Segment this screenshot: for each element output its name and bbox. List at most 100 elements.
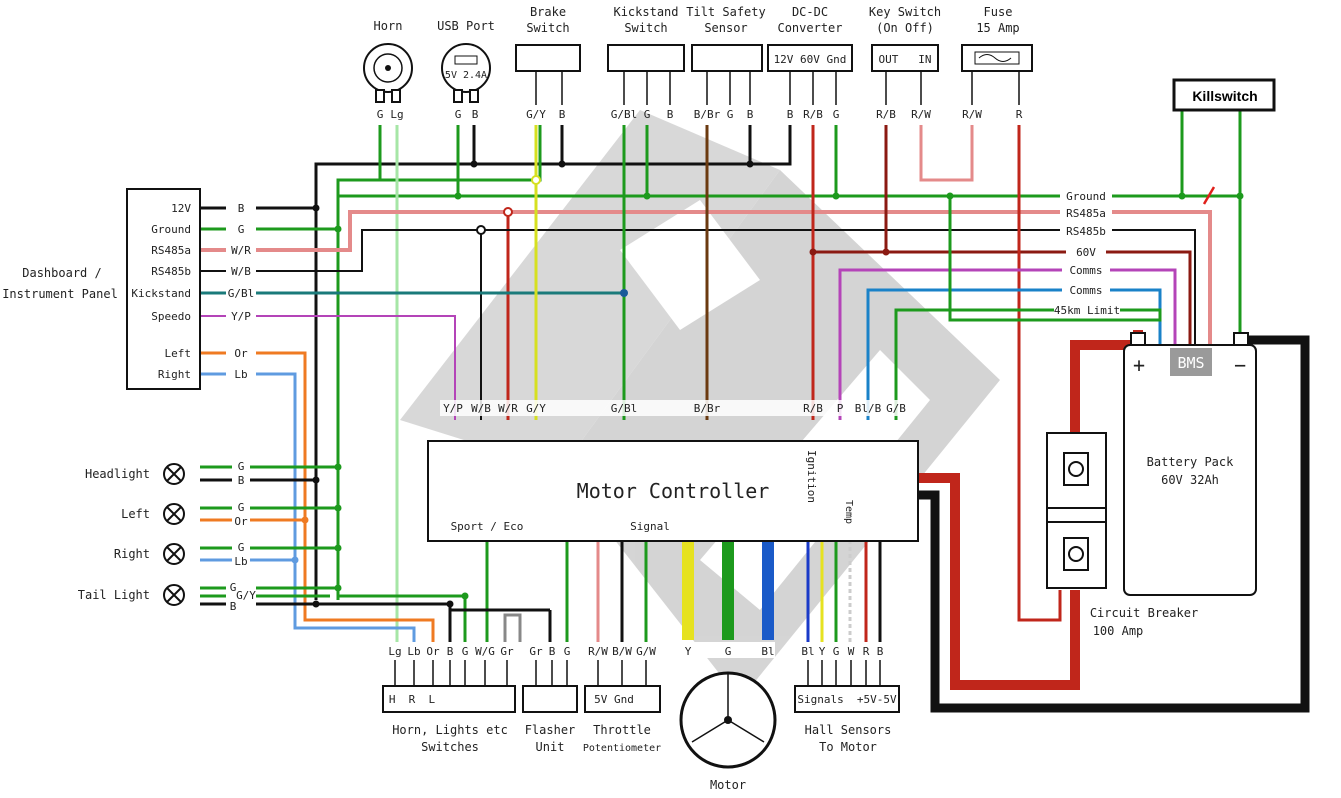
svg-text:G: G <box>238 223 245 236</box>
svg-text:Ignition: Ignition <box>805 450 818 503</box>
svg-text:Killswitch: Killswitch <box>1192 88 1257 104</box>
svg-text:Switch: Switch <box>624 21 667 35</box>
flasher-unit: Flasher Unit <box>522 660 578 754</box>
svg-text:Motor Controller: Motor Controller <box>577 479 770 503</box>
svg-text:Bl/B: Bl/B <box>855 402 882 415</box>
svg-text:Or: Or <box>234 347 248 360</box>
brake-switch-component: Brake Switch G/Y B <box>515 5 581 121</box>
svg-text:Comms: Comms <box>1069 284 1102 297</box>
svg-text:60V: 60V <box>1076 246 1096 259</box>
svg-text:G: G <box>230 581 237 594</box>
junction-dots <box>291 160 1244 608</box>
svg-text:B: B <box>559 108 566 121</box>
svg-text:Y/P: Y/P <box>231 310 251 323</box>
svg-text:Potentiometer: Potentiometer <box>583 743 661 754</box>
svg-text:G/Y: G/Y <box>526 108 546 121</box>
svg-text:USB Port: USB Port <box>437 19 495 33</box>
svg-text:DC-DC: DC-DC <box>792 5 828 19</box>
svg-text:Dashboard /: Dashboard / <box>22 266 101 280</box>
svg-text:Right: Right <box>114 547 150 561</box>
svg-text:B: B <box>877 645 884 658</box>
svg-text:Tail Light: Tail Light <box>78 588 150 602</box>
svg-text:+: + <box>1133 353 1145 377</box>
svg-text:G: G <box>833 645 840 658</box>
svg-text:Or: Or <box>426 645 440 658</box>
svg-text:R/B: R/B <box>803 108 823 121</box>
bottom-pin-labels: Lg Lb Or B G W/G Gr Gr B G R/W B/W G/W Y… <box>385 642 888 658</box>
killswitch-box: Killswitch <box>1172 78 1276 112</box>
svg-text:Switches: Switches <box>421 740 479 754</box>
switches-block: H R L Horn, Lights etc Switches <box>382 660 516 754</box>
svg-text:5V Gnd: 5V Gnd <box>594 693 634 706</box>
motor-controller: Motor Controller Sport / Eco Signal Igni… <box>427 400 919 542</box>
svg-text:Switch: Switch <box>526 21 569 35</box>
svg-text:Lb: Lb <box>234 368 247 381</box>
kickstand-switch-component: Kickstand Switch G/Bl G B <box>607 5 685 121</box>
svg-text:Motor: Motor <box>710 778 746 792</box>
svg-text:Lg: Lg <box>390 108 403 121</box>
svg-text:Kickstand: Kickstand <box>131 287 191 300</box>
svg-text:G: G <box>564 645 571 658</box>
light-headlight: Headlight G B <box>85 459 250 489</box>
svg-text:G/Y: G/Y <box>526 402 546 415</box>
svg-text:Y: Y <box>819 645 826 658</box>
svg-text:Signal: Signal <box>630 520 670 533</box>
svg-text:RS485b: RS485b <box>1066 225 1106 238</box>
svg-text:RS485a: RS485a <box>1066 207 1106 220</box>
svg-text:B: B <box>667 108 674 121</box>
svg-text:G: G <box>377 108 384 121</box>
svg-text:G: G <box>455 108 462 121</box>
svg-text:Comms: Comms <box>1069 264 1102 277</box>
svg-text:Y/P: Y/P <box>443 402 463 415</box>
svg-text:Brake: Brake <box>530 5 566 19</box>
svg-text:Ground: Ground <box>151 223 191 236</box>
svg-text:Or: Or <box>234 515 248 528</box>
svg-text:12V: 12V <box>171 202 191 215</box>
svg-text:Left: Left <box>165 347 192 360</box>
svg-text:B/Br: B/Br <box>694 108 721 121</box>
svg-text:W/R: W/R <box>498 402 518 415</box>
svg-text:Battery Pack: Battery Pack <box>1147 455 1234 469</box>
svg-text:G: G <box>725 645 732 658</box>
key-switch-component: Key Switch (On Off) OUT IN R/B R/W <box>869 5 941 121</box>
svg-text:B: B <box>447 645 454 658</box>
svg-text:G: G <box>462 645 469 658</box>
svg-text:Headlight: Headlight <box>85 467 150 481</box>
svg-text:Temp: Temp <box>843 500 854 524</box>
svg-text:B: B <box>238 202 245 215</box>
svg-text:15 Amp: 15 Amp <box>976 21 1019 35</box>
svg-text:Converter: Converter <box>777 21 842 35</box>
svg-text:G/Bl: G/Bl <box>611 108 638 121</box>
horn-component: Horn G Lg <box>363 19 413 121</box>
throttle-potentiometer: 5V Gnd Throttle Potentiometer <box>583 660 661 754</box>
svg-text:Lg: Lg <box>388 645 401 658</box>
svg-text:Speedo: Speedo <box>151 310 191 323</box>
svg-text:60V 32Ah: 60V 32Ah <box>1161 473 1219 487</box>
svg-text:Horn: Horn <box>374 19 403 33</box>
svg-text:Lb: Lb <box>407 645 420 658</box>
svg-text:G/Bl: G/Bl <box>611 402 638 415</box>
killswitch-break-mark <box>1202 186 1216 205</box>
svg-text:R/B: R/B <box>803 402 823 415</box>
svg-text:Gr: Gr <box>500 645 514 658</box>
svg-text:W/G: W/G <box>475 645 495 658</box>
svg-text:W/R: W/R <box>231 244 251 257</box>
svg-text:−: − <box>1234 353 1246 377</box>
svg-text:Kickstand: Kickstand <box>613 5 678 19</box>
svg-text:Left: Left <box>121 507 150 521</box>
motor-component: Motor <box>679 671 777 792</box>
svg-text:Hall Sensors: Hall Sensors <box>805 723 892 737</box>
svg-text:Y: Y <box>685 645 692 658</box>
svg-text:B: B <box>230 600 237 613</box>
svg-text:R: R <box>863 645 870 658</box>
svg-text:5V 2.4A: 5V 2.4A <box>445 70 487 81</box>
svg-text:R/W: R/W <box>911 108 931 121</box>
svg-text:Key Switch: Key Switch <box>869 5 941 19</box>
svg-text:R/W: R/W <box>962 108 982 121</box>
svg-text:G: G <box>238 541 245 554</box>
svg-text:Flasher: Flasher <box>525 723 576 737</box>
svg-text:H R L: H R L <box>389 693 436 706</box>
light-tail: Tail Light G G/Y B <box>78 580 256 614</box>
battery-bus-labels: Ground RS485a RS485b 60V Comms Comms 45k… <box>1054 188 1120 317</box>
